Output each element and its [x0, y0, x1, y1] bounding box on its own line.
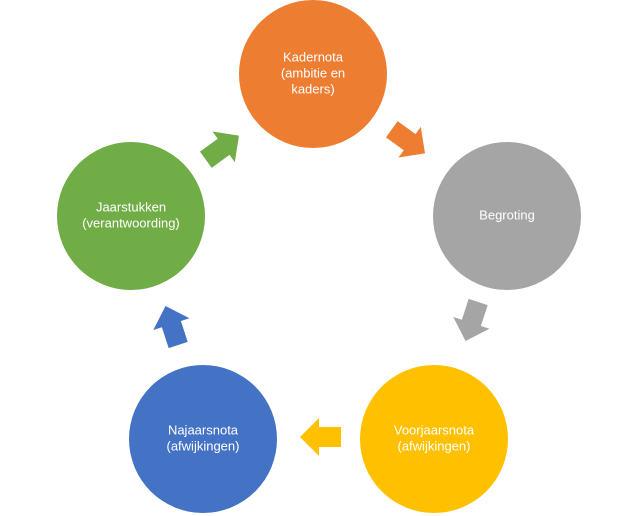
node-begroting-circle: [433, 142, 581, 290]
node-voorjaarsnota-label-line-0: Voorjaarsnota: [394, 422, 475, 437]
node-jaarstukken-circle: [57, 142, 205, 290]
node-kadernota-label-line-2: kaders): [291, 81, 334, 96]
arrow-voorjaarsnota-to-najaarsnota: [300, 418, 341, 456]
arrow-kadernota-to-begroting: [385, 121, 425, 158]
node-najaarsnota: Najaarsnota(afwijkingen): [129, 365, 277, 513]
node-najaarsnota-label-line-1: (afwijkingen): [167, 438, 240, 453]
node-jaarstukken-label-line-1: (verantwoording): [82, 215, 180, 230]
node-voorjaarsnota-circle: [360, 365, 508, 513]
node-najaarsnota-label-line-0: Najaarsnota: [168, 422, 239, 437]
node-jaarstukken: Jaarstukken(verantwoording): [57, 142, 205, 290]
node-voorjaarsnota: Voorjaarsnota(afwijkingen): [360, 365, 508, 513]
node-najaarsnota-circle: [129, 365, 277, 513]
node-voorjaarsnota-label-line-1: (afwijkingen): [398, 438, 471, 453]
node-jaarstukken-label-line-0: Jaarstukken: [96, 199, 166, 214]
node-begroting: Begroting: [433, 142, 581, 290]
node-kadernota-circle: [239, 0, 387, 148]
arrow-jaarstukken-to-kadernota: [199, 131, 239, 168]
node-kadernota-label-line-1: (ambitie en: [281, 65, 345, 80]
node-begroting-label-line-0: Begroting: [479, 207, 535, 222]
arrow-najaarsnota-to-jaarstukken: [153, 306, 190, 349]
node-kadernota-label-line-0: Kadernota: [283, 49, 344, 64]
arrow-begroting-to-voorjaarsnota: [453, 298, 490, 341]
